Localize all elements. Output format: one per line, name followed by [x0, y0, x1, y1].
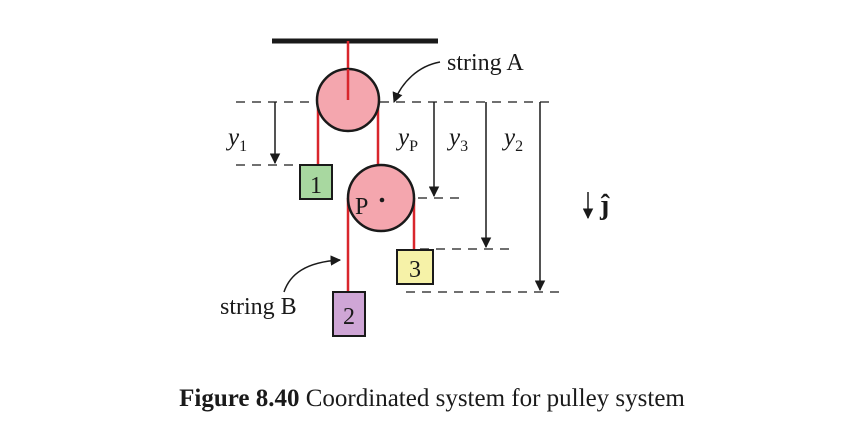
block-3 — [396, 249, 434, 285]
y3-label: y3 — [446, 124, 468, 155]
figure-caption: Figure 8.40 Coordinated system for pulle… — [0, 385, 864, 413]
pulley-p-label: P — [355, 194, 368, 220]
pulley-p-center-dot — [379, 197, 385, 203]
y2-subscript: 2 — [515, 138, 523, 155]
string-a-pointer-arrow — [392, 61, 441, 103]
figure-caption-text: Coordinated system for pulley system — [305, 385, 685, 412]
block-2 — [332, 291, 366, 337]
string-a-label: string A — [447, 50, 524, 76]
y1-label: y1 — [225, 124, 247, 155]
yp-subscript: P — [409, 138, 418, 155]
block-2-label: 2 — [343, 304, 355, 330]
y3-subscript: 3 — [460, 138, 468, 155]
y1-subscript: 1 — [239, 138, 247, 155]
y2-label: y2 — [501, 124, 523, 155]
block-1 — [299, 164, 333, 200]
unit-vector-label: ĵ — [599, 190, 610, 221]
yp-label: yP — [395, 124, 418, 155]
block-3-label: 3 — [409, 257, 421, 283]
block-1-label: 1 — [310, 173, 322, 199]
string-b-pointer-arrow — [283, 255, 342, 293]
string-b-label: string B — [220, 294, 297, 320]
figure-number: Figure 8.40 — [179, 385, 300, 412]
